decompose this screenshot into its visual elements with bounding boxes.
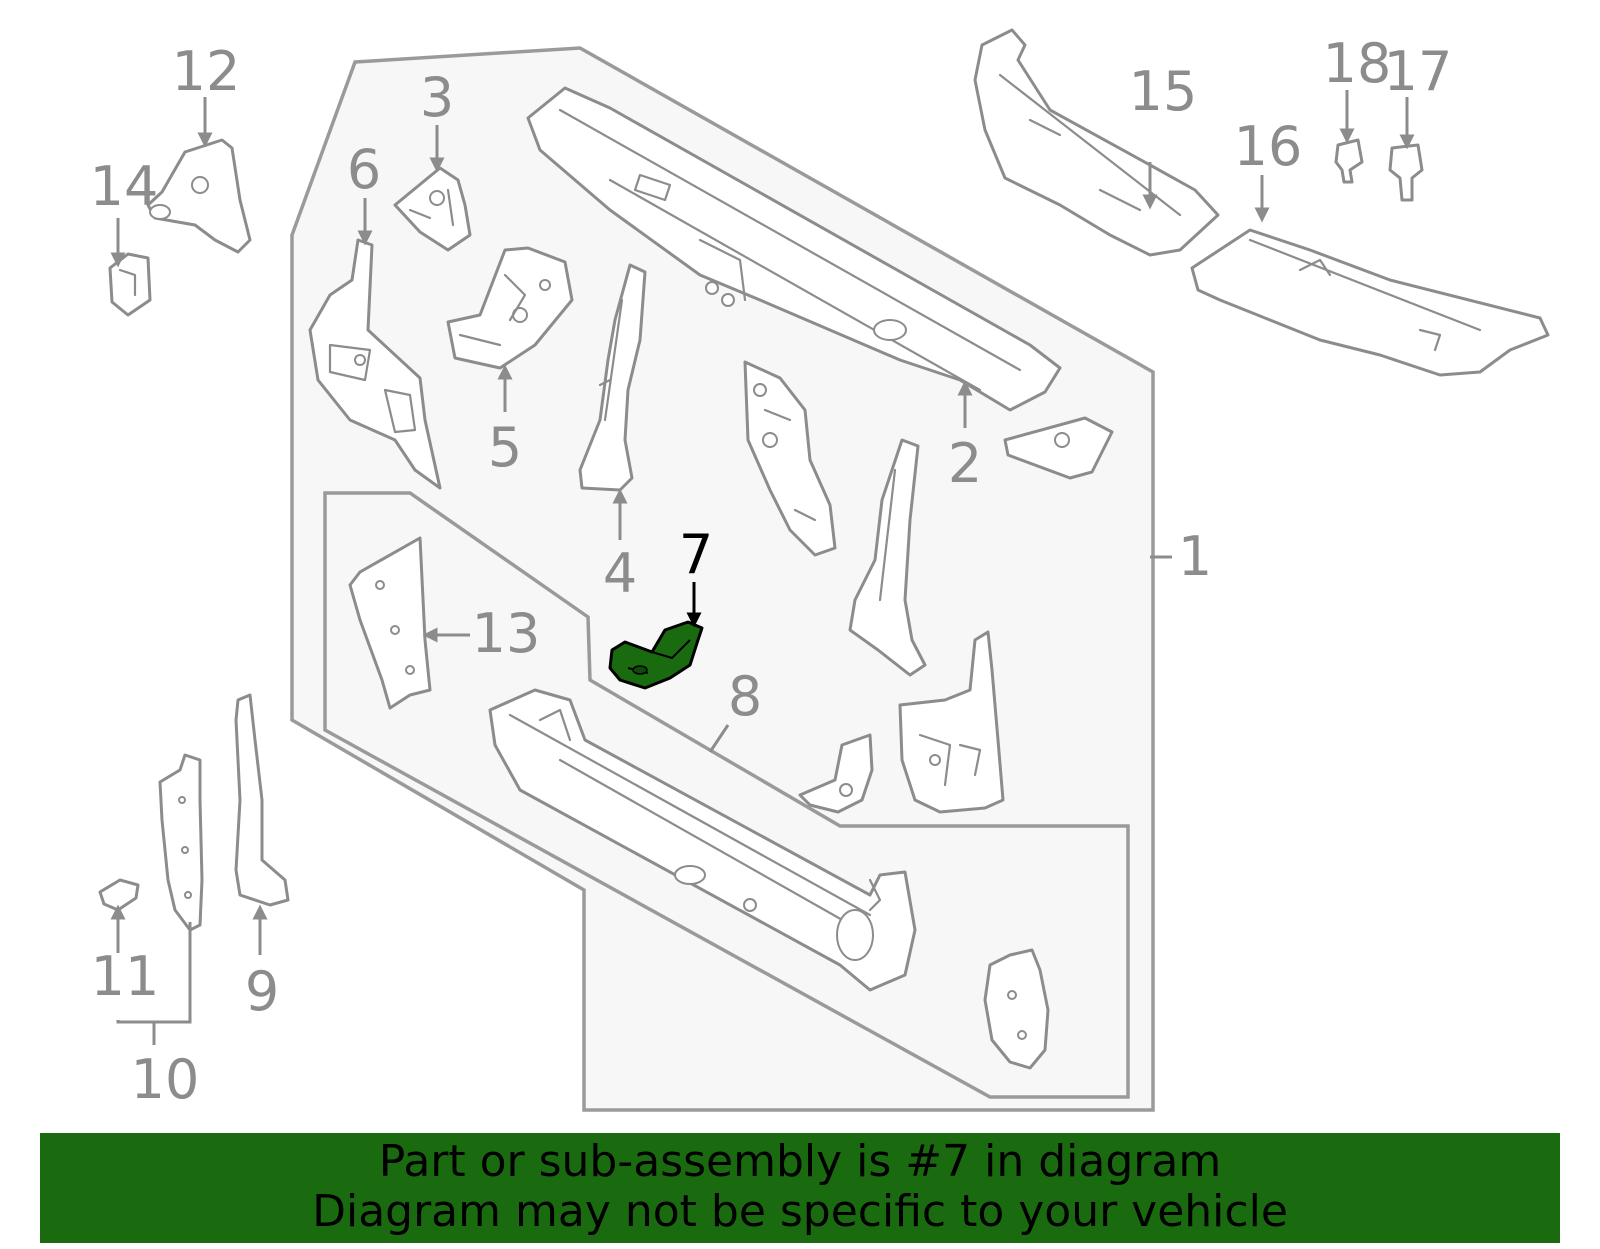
part-5-bracket[interactable]	[446, 246, 574, 370]
callout-15: 15	[1129, 60, 1198, 123]
lower-right-patch[interactable]	[983, 948, 1050, 1070]
callout-10: 10	[131, 1048, 200, 1111]
callout-2: 2	[948, 432, 982, 495]
center-bracket[interactable]	[743, 360, 837, 557]
callout-17: 17	[1384, 40, 1453, 103]
subassembly-panel-8	[323, 491, 1130, 1099]
part-2-upper-tie-bar[interactable]	[526, 86, 1114, 480]
part-10-reinforcement[interactable]	[158, 753, 204, 932]
right-side-panel[interactable]	[898, 630, 1005, 814]
callout-4: 4	[603, 542, 637, 605]
callout-9: 9	[245, 960, 279, 1023]
callout-12: 12	[172, 40, 241, 103]
callout-7: 7	[679, 523, 713, 586]
right-vertical-member[interactable]	[848, 438, 927, 677]
callout-16: 16	[1234, 115, 1303, 178]
callout-18: 18	[1323, 32, 1392, 95]
banner-line-1: Part or sub-assembly is #7 in diagram	[378, 1136, 1222, 1187]
part-6-side-panel[interactable]	[308, 238, 442, 490]
callout-labels: 12 3 6 14 5 4 2 7 13 8 1 15 16 18 17 9 1…	[90, 32, 1453, 1111]
part-16-cross-member[interactable]	[1190, 228, 1550, 377]
part-18-clip[interactable]	[1334, 138, 1364, 184]
callout-3: 3	[420, 66, 454, 129]
banner-line-2: Diagram may not be specific to your vehi…	[312, 1186, 1288, 1237]
callout-14: 14	[90, 155, 159, 218]
part-11-bolt[interactable]	[98, 878, 140, 912]
part-12-bracket[interactable]	[146, 138, 252, 254]
callout-8: 8	[728, 665, 762, 728]
part-9-bar[interactable]	[234, 693, 290, 907]
small-bracket[interactable]	[798, 733, 874, 814]
part-14-clip[interactable]	[108, 252, 152, 317]
callout-6: 6	[347, 138, 381, 201]
callout-11: 11	[91, 945, 160, 1008]
callout-1: 1	[1178, 525, 1212, 588]
callout-13: 13	[472, 602, 541, 665]
part-13-panel[interactable]	[348, 536, 432, 710]
info-banner: Part or sub-assembly is #7 in diagram Di…	[40, 1133, 1560, 1243]
lower-tie-bar[interactable]	[488, 688, 917, 992]
leader-lines	[110, 90, 1415, 1045]
callout-5: 5	[488, 416, 522, 479]
part-7-bracket-highlighted[interactable]	[608, 620, 704, 690]
part-17-clip[interactable]	[1388, 143, 1424, 202]
